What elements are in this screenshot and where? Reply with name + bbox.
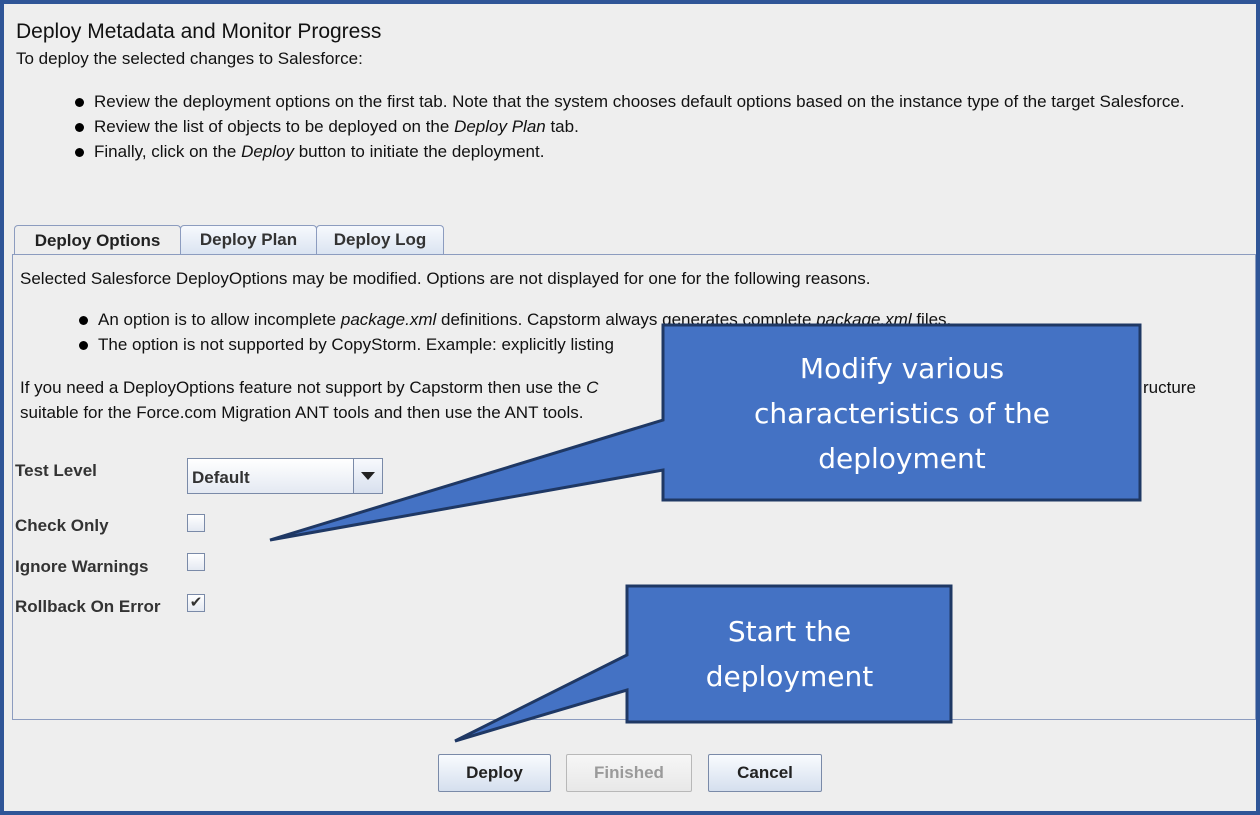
extra-text-tail: ructure	[1143, 378, 1196, 397]
deploy-callout-shape	[454, 584, 953, 743]
deploy-button[interactable]: Deploy	[438, 754, 551, 792]
extra-line-2: suitable for the Force.com Migration ANT…	[20, 403, 584, 422]
chevron-down-icon[interactable]	[353, 459, 382, 493]
tab-deploy-plan[interactable]: Deploy Plan	[180, 225, 317, 254]
cancel-button[interactable]: Cancel	[708, 754, 822, 792]
options-callout-line-3: deployment	[818, 441, 986, 475]
instruction-item: Review the deployment options on the fir…	[74, 89, 1234, 114]
ignore-warnings-label: Ignore Warnings	[15, 557, 149, 576]
instruction-emphasis: Deploy	[241, 142, 294, 161]
rollback-on-error-label: Rollback On Error	[15, 597, 161, 616]
rollback-on-error-checkbox[interactable]: ✔	[187, 594, 205, 612]
ignore-warnings-checkbox[interactable]	[187, 553, 205, 571]
instruction-text: Review the deployment options on the fir…	[94, 92, 1185, 111]
reason-item: The option is not supported by CopyStorm…	[78, 332, 1228, 357]
instruction-text: Review the list of objects to be deploye…	[94, 117, 455, 136]
dialog-title: Deploy Metadata and Monitor Progress	[16, 20, 382, 43]
check-only-checkbox[interactable]	[187, 514, 205, 532]
extra-text: If you need a DeployOptions feature not …	[20, 378, 587, 397]
extra-emphasis: C	[586, 378, 599, 397]
reasons-list: An option is to allow incomplete package…	[78, 307, 1228, 357]
instruction-text: tab.	[545, 117, 579, 136]
deploy-callout: Start the deployment	[631, 590, 948, 718]
options-extra-info: If you need a DeployOptions feature not …	[20, 375, 1245, 425]
options-callout-shape	[269, 323, 1142, 542]
test-level-label: Test Level	[15, 461, 97, 480]
options-note: Selected Salesforce DeployOptions may be…	[20, 269, 871, 288]
instruction-item: Finally, click on the Deploy button to i…	[74, 139, 1234, 164]
deploy-callout-line-2: deployment	[705, 660, 874, 693]
reason-emphasis: package.xml	[340, 310, 437, 329]
deploy-callout-line-1: Start the	[727, 615, 852, 648]
instruction-list: Review the deployment options on the fir…	[74, 89, 1234, 164]
options-callout-line-1: Modify various	[799, 351, 1005, 385]
instruction-text: button to initiate the deployment.	[294, 142, 545, 161]
instruction-item: Review the list of objects to be deploye…	[74, 114, 1234, 139]
reason-text: The option is not supported by CopyStorm…	[98, 335, 614, 354]
options-callout-line-2: characteristics of the	[754, 396, 1050, 430]
finished-button[interactable]: Finished	[566, 754, 692, 792]
checkmark-icon: ✔	[189, 594, 203, 611]
reason-item: An option is to allow incomplete package…	[78, 307, 1228, 332]
dialog-subtitle: To deploy the selected changes to Salesf…	[16, 49, 363, 68]
instruction-emphasis: Deploy Plan	[454, 117, 546, 136]
reason-text: An option is to allow incomplete	[98, 310, 341, 329]
instruction-text: Finally, click on the	[94, 142, 242, 161]
options-callout: Modify various characteristics of the de…	[667, 330, 1137, 496]
extra-line-1: If you need a DeployOptions feature not …	[20, 375, 1245, 400]
tab-deploy-options[interactable]: Deploy Options	[14, 225, 181, 256]
tab-deploy-log[interactable]: Deploy Log	[316, 225, 444, 254]
test-level-select[interactable]: Default	[187, 458, 383, 494]
test-level-value: Default	[192, 468, 250, 487]
check-only-label: Check Only	[15, 516, 109, 535]
